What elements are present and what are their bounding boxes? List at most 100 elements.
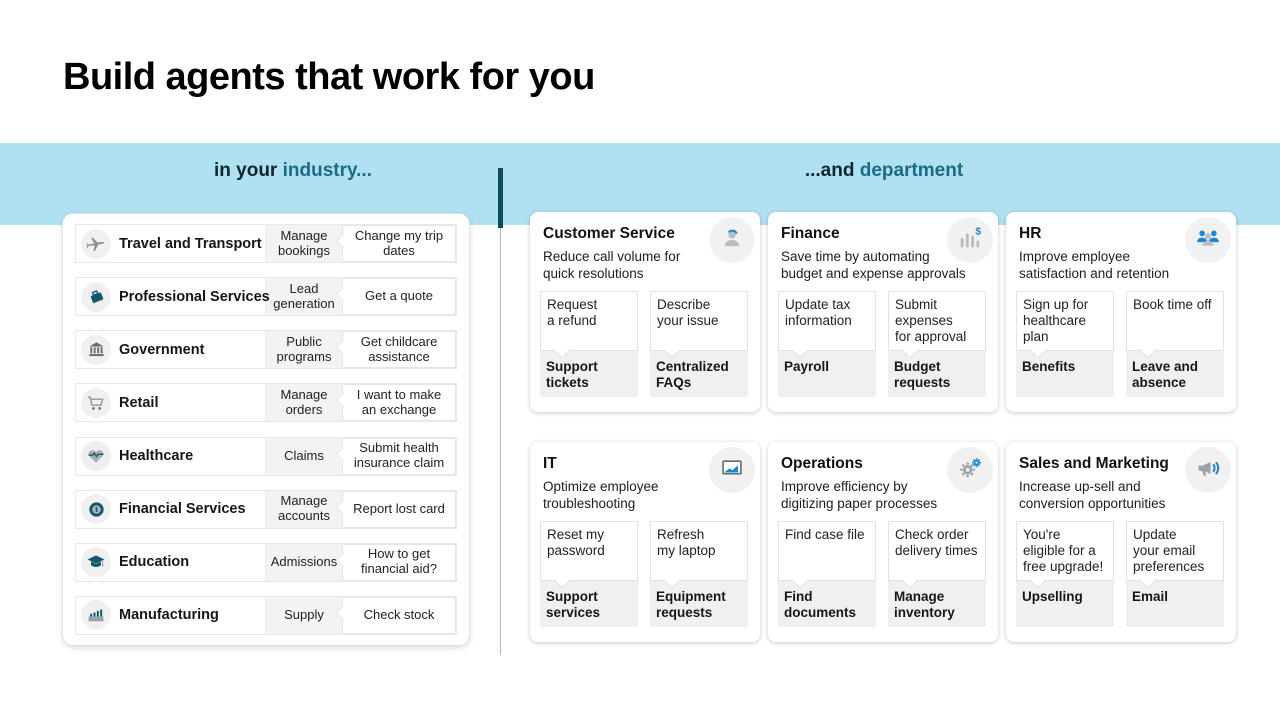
people-group-icon <box>1194 224 1222 257</box>
utterance-bubble[interactable]: Submit expenses for approval <box>888 291 986 351</box>
industry-item[interactable]: Government <box>76 331 266 369</box>
industry-item[interactable]: Healthcare <box>76 437 266 475</box>
industry-name: Travel and Transport <box>119 235 262 252</box>
department-description: Optimize employee troubleshooting <box>543 479 659 511</box>
blue-band <box>0 143 1280 225</box>
chip-column: Sign up for healthcare plan Benefits <box>1016 291 1114 397</box>
industry-utterance-bubble[interactable]: Get childcare assistance <box>342 331 456 369</box>
industry-item[interactable]: Financial Services <box>76 490 266 528</box>
utterance-bubble[interactable]: Refresh my laptop <box>650 521 748 581</box>
utterance-bubble[interactable]: Sign up for healthcare plan <box>1016 291 1114 351</box>
utterance-bubble[interactable]: Update tax information <box>778 291 876 351</box>
department-description: Save time by automating budget and expen… <box>781 249 966 281</box>
department-description: Increase up-sell and conversion opportun… <box>1019 479 1166 511</box>
industry-row: Professional Services Lead generation Ge… <box>75 277 457 317</box>
utterance-bubble[interactable]: Describe your issue <box>650 291 748 351</box>
topic-chip[interactable]: Email <box>1126 581 1224 627</box>
department-description: Reduce call volume for quick resolutions <box>543 249 681 281</box>
industry-label-accent: industry... <box>282 160 372 181</box>
chip-column: You're eligible for a free upgrade! Upse… <box>1016 521 1114 627</box>
chip-column: Describe your issue Centralized FAQs <box>650 291 748 397</box>
industry-name: Retail <box>119 394 159 411</box>
person-headset-icon <box>719 225 745 256</box>
utterance-bubble[interactable]: Request a refund <box>540 291 638 351</box>
topic-chip[interactable]: Equipment requests <box>650 581 748 627</box>
chip-column: Reset my password Support services <box>540 521 638 627</box>
department-description: Improve efficiency by digitizing paper p… <box>781 479 938 511</box>
industry-item[interactable]: Professional Services <box>76 278 270 316</box>
industry-row: Retail Manage orders I want to make an e… <box>75 383 457 423</box>
industry-topic-chip[interactable]: Public programs <box>276 333 332 364</box>
topic-chip[interactable]: Support tickets <box>540 351 638 397</box>
industry-name: Financial Services <box>119 501 246 518</box>
page-title: Build agents that work for you <box>63 56 595 98</box>
topic-chip[interactable]: Manage inventory <box>888 581 986 627</box>
industry-topic-chip[interactable]: Admissions <box>270 553 338 569</box>
chip-column: Update your email preferences Email <box>1126 521 1224 627</box>
industry-utterance-bubble[interactable]: Submit health insurance claim <box>342 437 456 475</box>
topic-chip[interactable]: Find documents <box>778 581 876 627</box>
industry-topic-chip[interactable]: Claims <box>284 447 324 463</box>
industry-row: Financial Services Manage accounts Repor… <box>75 489 457 529</box>
industry-name: Manufacturing <box>119 607 219 624</box>
topic-chip[interactable]: Centralized FAQs <box>650 351 748 397</box>
industry-utterance-bubble[interactable]: I want to make an exchange <box>342 384 456 422</box>
utterance-bubble[interactable]: Update your email preferences <box>1126 521 1224 581</box>
topic-chip[interactable]: Upselling <box>1016 581 1114 627</box>
graduation-cap-icon <box>81 547 111 578</box>
industry-topic-chip[interactable]: Manage accounts <box>277 493 331 524</box>
topic-chip[interactable]: Benefits <box>1016 351 1114 397</box>
department-icon-circle <box>1185 217 1231 263</box>
department-card: Operations Improve efficiency by digitiz… <box>768 442 998 642</box>
department-card: $ Finance Save time by automating budget… <box>768 212 998 412</box>
industry-topic-chip[interactable]: Manage orders <box>280 386 328 417</box>
industry-band-label: in your industry... <box>90 160 496 182</box>
department-title: Sales and Marketing <box>1019 455 1169 472</box>
utterance-bubble[interactable]: Reset my password <box>540 521 638 581</box>
industry-row: Travel and Transport Manage bookings Cha… <box>75 224 457 263</box>
industry-topic-chip[interactable]: Supply <box>284 607 324 623</box>
department-chips: Reset my password Support services Refre… <box>540 521 748 627</box>
industry-utterance-bubble[interactable]: Check stock <box>342 596 456 634</box>
monitor-chart-icon <box>719 455 745 486</box>
briefcase-icon <box>81 281 111 312</box>
airplane-icon <box>81 228 111 259</box>
industry-utterance-bubble[interactable]: How to get financial aid? <box>342 543 456 581</box>
department-chips: Sign up for healthcare plan Benefits Boo… <box>1016 291 1224 397</box>
industry-item[interactable]: Manufacturing <box>76 596 266 634</box>
industry-topic-chip[interactable]: Manage bookings <box>277 227 331 258</box>
industry-utterance-bubble[interactable]: Get a quote <box>342 278 456 316</box>
topic-chip[interactable]: Budget requests <box>888 351 986 397</box>
department-icon-circle <box>947 447 993 493</box>
department-card: HR Improve employee satisfaction and ret… <box>1006 212 1236 412</box>
industry-utterance-bubble[interactable]: Change my trip dates <box>342 225 456 262</box>
utterance-bubble[interactable]: You're eligible for a free upgrade! <box>1016 521 1114 581</box>
chip-column: Refresh my laptop Equipment requests <box>650 521 748 627</box>
industry-utterance-bubble[interactable]: Report lost card <box>342 490 456 528</box>
department-chips: Find case file Find documents Check orde… <box>778 521 986 627</box>
industry-item[interactable]: Education <box>76 543 266 581</box>
industry-item[interactable]: Retail <box>76 384 266 422</box>
chip-column: Submit expenses for approval Budget requ… <box>888 291 986 397</box>
utterance-bubble[interactable]: Check order delivery times <box>888 521 986 581</box>
utterance-bubble[interactable]: Find case file <box>778 521 876 581</box>
svg-text:$: $ <box>975 225 981 237</box>
topic-chip[interactable]: Support services <box>540 581 638 627</box>
chip-column: Update tax information Payroll <box>778 291 876 397</box>
industry-name: Government <box>119 341 205 358</box>
megaphone-icon <box>1194 454 1222 487</box>
industry-topic-chip[interactable]: Lead generation <box>273 280 335 311</box>
cart-icon <box>81 387 111 418</box>
topic-chip[interactable]: Payroll <box>778 351 876 397</box>
department-card: Sales and Marketing Increase up-sell and… <box>1006 442 1236 642</box>
utterance-bubble[interactable]: Book time off <box>1126 291 1224 351</box>
department-icon-circle <box>709 217 755 263</box>
heart-pulse-icon <box>81 441 111 472</box>
industry-row: Manufacturing Supply Check stock <box>75 595 457 635</box>
industry-label-prefix: in your <box>213 160 283 181</box>
topic-chip[interactable]: Leave and absence <box>1126 351 1224 397</box>
industry-item[interactable]: Travel and Transport <box>76 225 266 262</box>
department-icon-circle <box>709 447 755 493</box>
department-card: Customer Service Reduce call volume for … <box>530 212 760 412</box>
